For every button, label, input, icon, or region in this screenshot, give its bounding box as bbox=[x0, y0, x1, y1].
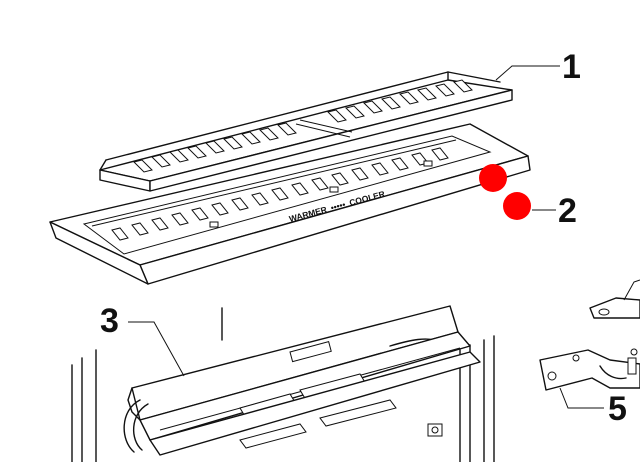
callout-1-leader bbox=[495, 65, 560, 81]
callout-1-number: 1 bbox=[562, 48, 581, 86]
callout-5-leader bbox=[559, 387, 604, 409]
part-3-interior-assembly bbox=[71, 305, 495, 462]
part-5-hinge-bracket bbox=[539, 348, 640, 391]
callout-4-leader bbox=[623, 279, 640, 301]
red-marker-lower bbox=[503, 192, 531, 220]
callout-3-number: 3 bbox=[100, 302, 119, 340]
part-4-bracket-partial bbox=[589, 279, 640, 319]
callout-5-number: 5 bbox=[608, 390, 627, 428]
part-1-grille-cover bbox=[99, 71, 513, 192]
red-marker-upper bbox=[479, 164, 507, 192]
callout-3-leader bbox=[128, 321, 185, 377]
label-dots: ••••• bbox=[330, 199, 347, 213]
part-2-vent-panel: WARMER ••••• COOLER bbox=[49, 123, 531, 285]
callout-2-number: 2 bbox=[558, 192, 577, 230]
part-1-slots bbox=[133, 79, 473, 173]
